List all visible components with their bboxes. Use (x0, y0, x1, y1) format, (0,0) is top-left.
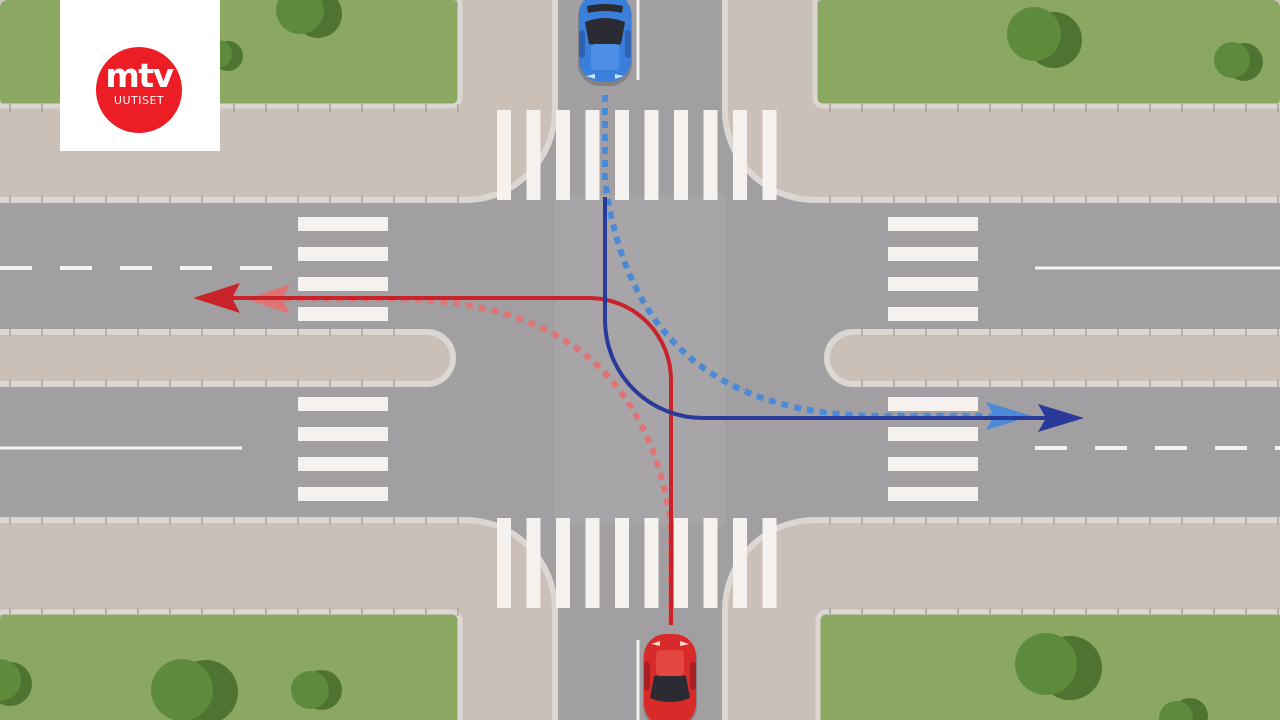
crosswalk-top-stripe (674, 110, 688, 200)
bush (1007, 7, 1082, 68)
crosswalk-left-stripe (298, 427, 388, 441)
crosswalk-top-stripe (703, 110, 718, 200)
crosswalk-right-stripe (888, 247, 978, 261)
block-top-right (722, 0, 1280, 203)
crosswalk-top-stripe (497, 110, 511, 200)
crosswalk-bottom-stripe (585, 518, 600, 608)
crosswalk-bottom-stripe (526, 518, 541, 608)
bush (0, 659, 32, 706)
crosswalk-bottom-stripe (615, 518, 629, 608)
crosswalk-top-stripe (762, 110, 777, 200)
crosswalk-left-stripe (298, 307, 388, 321)
logo-circle: mtv UUTISET (96, 47, 182, 133)
block-bottom-right (722, 517, 1280, 720)
bush (1214, 42, 1263, 81)
bush (276, 0, 342, 38)
lane-dash (1155, 446, 1187, 450)
crosswalk-top-stripe (585, 110, 600, 200)
crosswalk-bottom-stripe (703, 518, 718, 608)
crosswalk-right-stripe (888, 217, 978, 231)
blue-dotted-path (602, 95, 998, 419)
red-solid-path (232, 296, 673, 625)
crosswalk-bottom-stripe (762, 518, 777, 608)
bush (151, 659, 238, 720)
crosswalk-left-stripe (298, 277, 388, 291)
lane-dash (1095, 446, 1127, 450)
lane-dash (1275, 446, 1280, 450)
crosswalk-top-stripe (556, 110, 570, 200)
bush (1015, 633, 1102, 700)
crosswalk-left-stripe (298, 397, 388, 411)
crosswalk-top-stripe (733, 110, 747, 200)
crosswalk-bottom-stripe (644, 518, 659, 608)
crosswalk-left-stripe (298, 247, 388, 261)
block-bottom-left (0, 517, 558, 720)
red-dotted-path (282, 296, 674, 622)
intersection-box (555, 195, 725, 525)
crosswalk-left-stripe (298, 457, 388, 471)
lane-dash (60, 266, 92, 270)
crosswalk-top-stripe (526, 110, 541, 200)
lane-dash (1035, 446, 1067, 450)
routes (193, 95, 1084, 625)
crosswalk-right-stripe (888, 307, 978, 321)
lane-dash (120, 266, 152, 270)
crosswalk-right-stripe (888, 277, 978, 291)
crosswalk-bottom-stripe (556, 518, 570, 608)
lane-dash (1215, 446, 1247, 450)
bush (1159, 698, 1208, 720)
crosswalk-right-stripe (888, 487, 978, 501)
blue-solid-arrowhead (1038, 404, 1084, 432)
lane-dash (0, 266, 32, 270)
red-car (643, 634, 697, 720)
lane-dash (180, 266, 212, 270)
median-right (824, 329, 1280, 387)
lane-dash (240, 266, 272, 270)
crosswalk-top-stripe (644, 110, 659, 200)
curb-ticks (9, 104, 1279, 616)
median-left (0, 329, 456, 387)
crosswalk-left-stripe (298, 217, 388, 231)
logo-brand-text: mtv (105, 56, 174, 95)
crosswalk-left-stripe (298, 487, 388, 501)
crosswalk-bottom-stripe (674, 518, 688, 608)
blue-car (578, 0, 632, 86)
crosswalk-bottom-stripe (497, 518, 511, 608)
mtv-uutiset-logo: mtv UUTISET (60, 0, 220, 151)
logo-subtitle-text: UUTISET (113, 94, 165, 107)
blue-solid-path (603, 197, 1050, 420)
red-solid-arrowhead (193, 283, 240, 313)
crosswalk-right-stripe (888, 427, 978, 441)
crosswalk-top-stripe (615, 110, 629, 200)
crosswalk-right-stripe (888, 397, 978, 411)
bush (291, 670, 342, 710)
crosswalk-bottom-stripe (733, 518, 747, 608)
crosswalk-right-stripe (888, 457, 978, 471)
